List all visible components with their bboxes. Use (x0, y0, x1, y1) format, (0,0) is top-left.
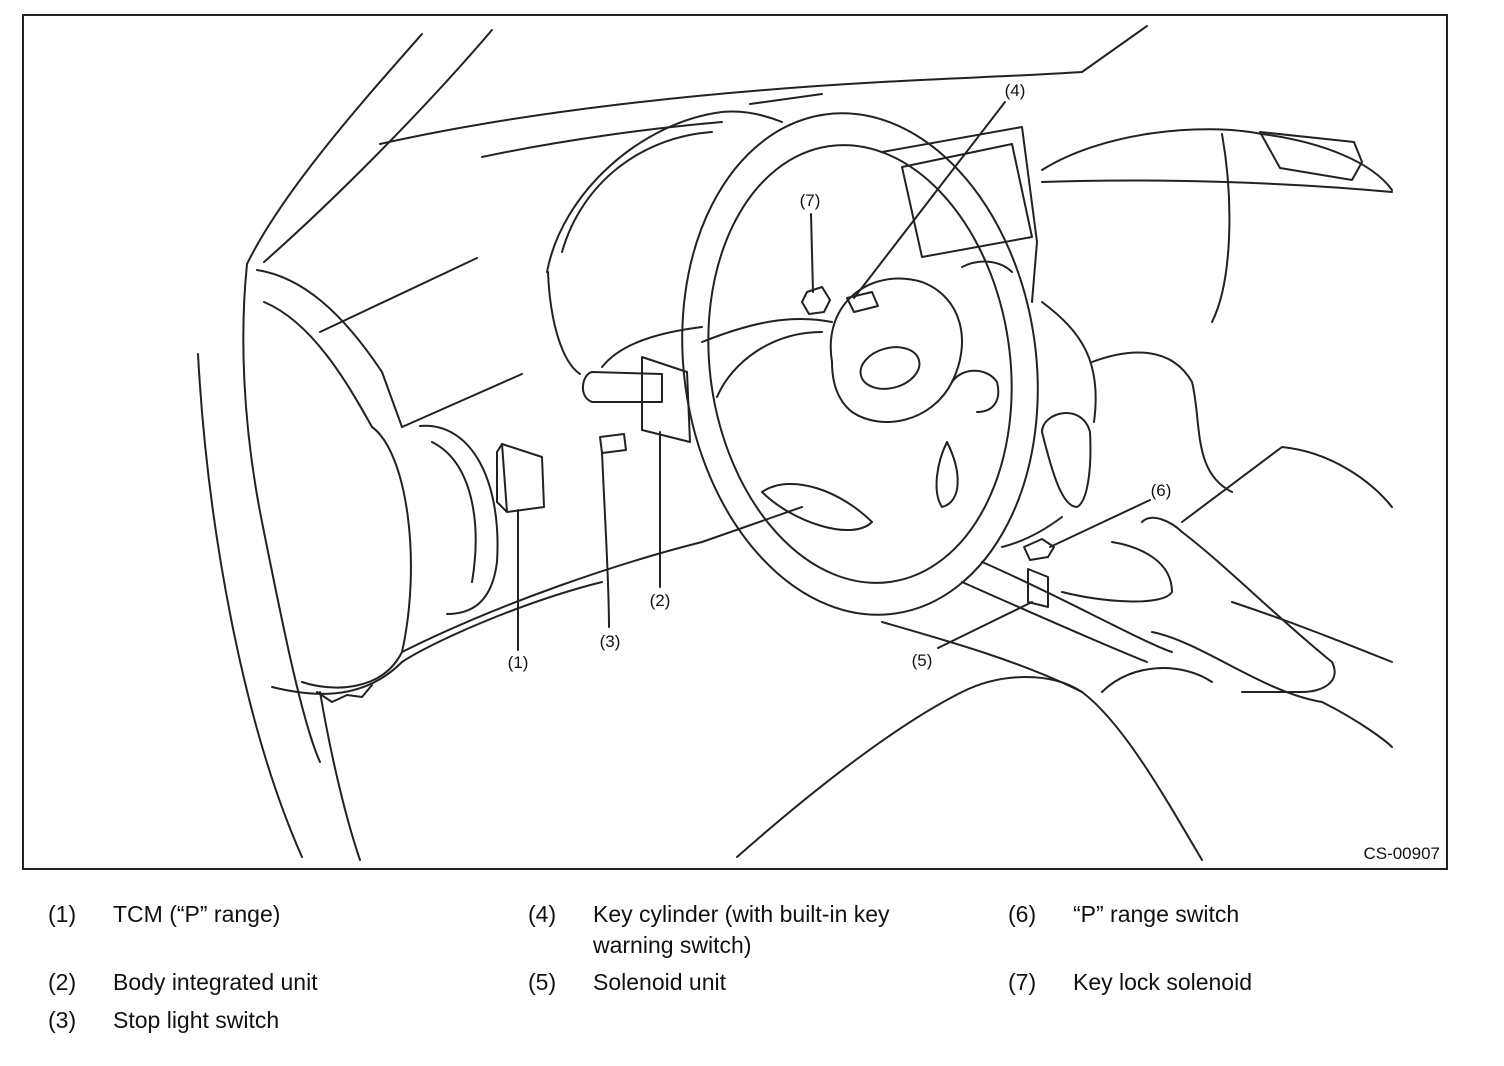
dash-line (749, 93, 823, 105)
callout-2: (2) (649, 591, 671, 610)
key-cylinder (846, 291, 879, 313)
cluster-line (601, 326, 703, 368)
steering-wheel-inner (707, 144, 1013, 584)
leader-5 (937, 601, 1033, 649)
legend-text: Solenoid unit (593, 969, 726, 995)
floor-line (881, 621, 1083, 693)
center-screen (901, 143, 1033, 258)
console-right-panel2 (1151, 631, 1393, 748)
legend-number: (2) (48, 969, 77, 995)
knee-panel (271, 581, 603, 695)
callout-1: (1) (507, 653, 529, 672)
legend-text: TCM (“P” range) (113, 901, 281, 927)
dash-left-face (256, 269, 403, 428)
wheel-hub (829, 277, 963, 423)
tcm-box (496, 443, 545, 513)
door-trim (319, 691, 361, 861)
legend-text: Body integrated unit (113, 969, 318, 995)
console-right-panel (1231, 601, 1393, 663)
leader-4 (853, 101, 1006, 299)
shift-knob (1041, 412, 1092, 508)
dash-top (379, 25, 1148, 145)
stalk (582, 371, 663, 403)
callout-5: (5) (911, 651, 933, 670)
wheel-emblem (859, 346, 921, 390)
stop-light-switch (599, 433, 627, 454)
callout-6: (6) (1150, 481, 1172, 500)
a-pillar-outline (246, 33, 423, 265)
seat-inner (1101, 667, 1213, 693)
cluster-hood-inner (561, 131, 713, 253)
wheel-lower-spoke2 (935, 441, 959, 508)
callout-4: (4) (1004, 81, 1026, 100)
wheel-switches (951, 369, 1000, 413)
center-stack (881, 126, 1038, 303)
callout-7: (7) (799, 191, 821, 210)
shift-boot (1001, 516, 1063, 548)
callout-3: (3) (599, 632, 621, 651)
figure-code: CS-00907 (1363, 844, 1440, 863)
leader-6 (1049, 499, 1151, 548)
dash-left-line (319, 257, 478, 333)
a-pillar-inner (263, 29, 493, 263)
wheel-spoke-left2 (701, 317, 833, 343)
steering-wheel-outer (681, 112, 1039, 616)
lower-dash-line (401, 506, 803, 653)
vent-right (1259, 131, 1363, 181)
legend-number: (5) (528, 969, 557, 995)
leader-3 (601, 451, 610, 628)
console-line (1041, 301, 1097, 423)
shift-gate (1061, 541, 1173, 603)
center-stack-lower (961, 260, 1013, 273)
legend-number: (7) (1008, 969, 1037, 995)
console-right (1091, 351, 1233, 493)
dash-brow (481, 121, 723, 158)
console-top (961, 581, 1148, 663)
key-lock-solenoid (801, 286, 831, 315)
cluster-hood (546, 110, 783, 273)
parking-brake (1141, 516, 1336, 693)
p-range-switch (1023, 538, 1055, 561)
dash-left-lower (263, 301, 373, 428)
legend-text: Key cylinder (with built-in key warning … (593, 901, 890, 958)
legend-text: “P” range switch (1073, 901, 1240, 927)
wheel-spoke-left (716, 331, 823, 398)
console-side (981, 561, 1173, 653)
wheel-lower-spoke (761, 483, 873, 531)
stalk-body (641, 356, 691, 443)
legend-text: Stop light switch (113, 1007, 280, 1033)
door-edge-inner (242, 263, 321, 763)
dashboard-line-drawing (197, 25, 1393, 861)
side-vent (301, 426, 412, 689)
legend-text: Key lock solenoid (1073, 969, 1252, 995)
knee-panel2 (316, 684, 373, 703)
parking-brake-top (1181, 446, 1393, 523)
dash-right-side (1211, 133, 1231, 323)
solenoid-unit (1027, 568, 1049, 608)
door-edge (197, 353, 303, 858)
leader-7 (810, 213, 814, 293)
legend-number: (3) (48, 1007, 77, 1033)
side-vent-inner (419, 424, 499, 615)
side-vent-inner2 (431, 441, 477, 583)
dashboard-diagram: (1) (2) (3) (4) (5) (6) (7) CS-00907 (22, 14, 1448, 870)
legend-number: (4) (528, 901, 557, 927)
legend-number: (1) (48, 901, 77, 927)
cluster-lower (547, 271, 581, 375)
dash-right-mid (1041, 179, 1393, 193)
dash-left-line2 (401, 373, 523, 428)
seat-outline (736, 676, 1203, 861)
legend-number: (6) (1008, 901, 1037, 927)
